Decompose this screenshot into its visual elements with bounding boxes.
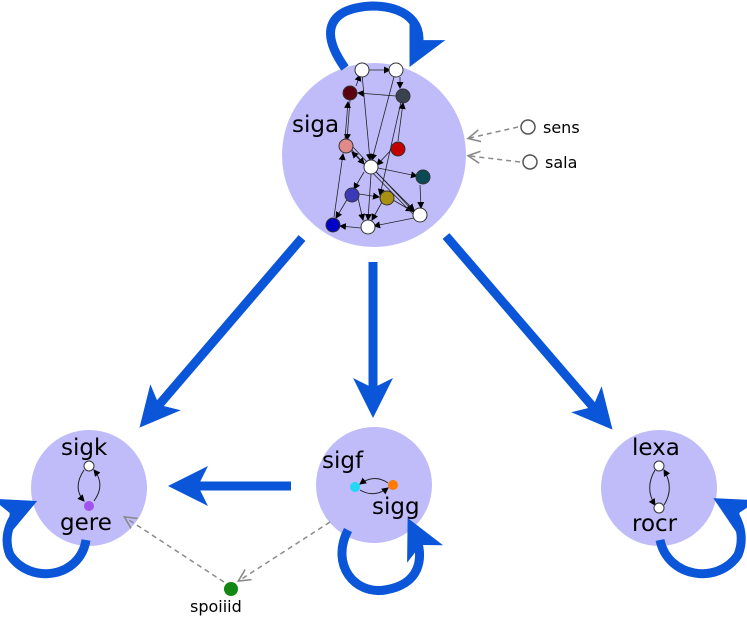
- label-sala: sala: [545, 153, 577, 172]
- label-sigg: sigg: [372, 494, 420, 520]
- arrow-siga-to-sigk: [139, 235, 306, 428]
- siga-node-white-center: [363, 159, 379, 175]
- siga-node-red: [390, 141, 406, 157]
- label-rocr: rocr: [632, 511, 678, 537]
- label-spoiiid: spoiiid: [190, 597, 242, 616]
- edge-lexa-to-rocr: [648, 469, 656, 506]
- module-siga: [282, 63, 466, 247]
- label-sigk: sigk: [61, 435, 108, 461]
- siga-internal-edges: [333, 66, 425, 231]
- arrow-siga-to-lexa: [442, 233, 613, 430]
- edge-gere-to-sigk: [93, 469, 101, 502]
- edge-sigk-to-gere: [77, 469, 85, 502]
- label-sens: sens: [543, 118, 580, 137]
- siga-node-white-top-left: [354, 62, 370, 78]
- siga-node-white-top-right: [388, 62, 404, 78]
- node-sigf: [350, 482, 360, 492]
- node-sigk: [83, 460, 95, 472]
- node-sala: [522, 154, 538, 170]
- node-spoiiid: [224, 582, 238, 596]
- siga-node-white-bottom: [360, 219, 376, 235]
- module-sigf-sigg: [316, 427, 432, 543]
- node-sens: [520, 119, 536, 135]
- dashed-arrow-sens: [470, 126, 519, 138]
- siga-node-navy: [325, 217, 341, 233]
- self-loop-lexa: [655, 498, 747, 579]
- self-loop-sigk: [0, 498, 91, 579]
- label-lexa: lexa: [632, 435, 680, 461]
- siga-node-pink: [338, 138, 354, 154]
- label-siga: siga: [292, 112, 339, 138]
- node-lexa: [653, 460, 665, 472]
- edge-rocr-to-lexa: [663, 469, 671, 506]
- dashed-arrow-sigf-to-spoiiid: [240, 521, 331, 580]
- siga-node-teal: [415, 169, 431, 185]
- dashed-arrow-spoiiid-to-gere: [126, 518, 225, 583]
- dashed-arrow-sala: [470, 156, 521, 162]
- siga-node-maroon: [342, 85, 358, 101]
- node-rocr: [653, 502, 665, 514]
- siga-node-white-right: [412, 207, 428, 223]
- module-sigk-gere: [31, 430, 147, 546]
- edge-sigg-to-sigf: [359, 477, 389, 485]
- label-gere: gere: [60, 510, 112, 536]
- label-sigf: sigf: [322, 448, 364, 474]
- self-loop-siga: [326, 1, 446, 71]
- module-lexa-rocr: [601, 430, 717, 546]
- siga-node-blue: [344, 187, 360, 203]
- siga-internal-nodes: [325, 62, 431, 235]
- self-loop-sigf: [337, 517, 444, 596]
- siga-node-darkgray: [395, 88, 411, 104]
- node-sigg: [388, 480, 398, 490]
- edge-sigf-to-sigg: [359, 487, 389, 495]
- siga-node-olive: [379, 190, 395, 206]
- node-gere: [84, 501, 94, 511]
